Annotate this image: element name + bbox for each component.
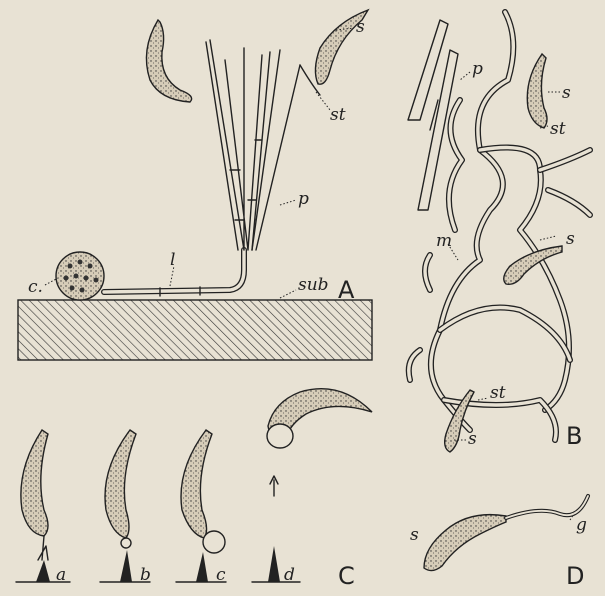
label-b-s2: s [566,229,575,249]
label-a-p: p [298,189,309,209]
mycelium-network [409,12,590,440]
panel-d: s g D [410,496,588,590]
label-b-m: m [436,231,452,251]
bulb-cell [56,252,104,300]
panel-letter-c: C [338,562,355,590]
stage-b: b [100,430,151,585]
stage-d: d [252,389,372,585]
panel-letter-d: D [566,562,584,590]
label-a-l: l [170,250,175,270]
spore-b-top [527,54,547,128]
stage-label-c: c [216,565,226,585]
panel-b: p s st s m st s B [408,12,590,452]
label-a-sub: sub [298,275,329,295]
panel-c: a b c d C [16,389,372,590]
label-d-s: s [410,525,419,545]
substrate-block [18,300,372,360]
label-d-g: g [576,515,587,535]
label-b-st1: st [550,119,566,139]
panel-letter-a: A [338,276,355,304]
stage-label-d: d [284,565,295,585]
label-b-st2: st [490,383,506,403]
label-a-s: s [356,17,365,37]
stage-label-a: a [56,565,66,585]
stage-a: a [16,430,70,585]
stage-c: c [176,430,226,585]
spore-a-left [146,20,191,102]
stage-label-b: b [140,565,151,585]
label-a-st: st [330,105,346,125]
label-b-s1: s [562,83,571,103]
panel-letter-b: B [566,422,582,450]
panel-a: s st p l c. sub A [18,10,372,360]
phialide-bundle [206,40,320,250]
label-b-s3: s [468,429,477,449]
label-b-p: p [472,59,483,79]
label-a-c: c. [28,277,43,297]
spore-d [424,515,506,571]
